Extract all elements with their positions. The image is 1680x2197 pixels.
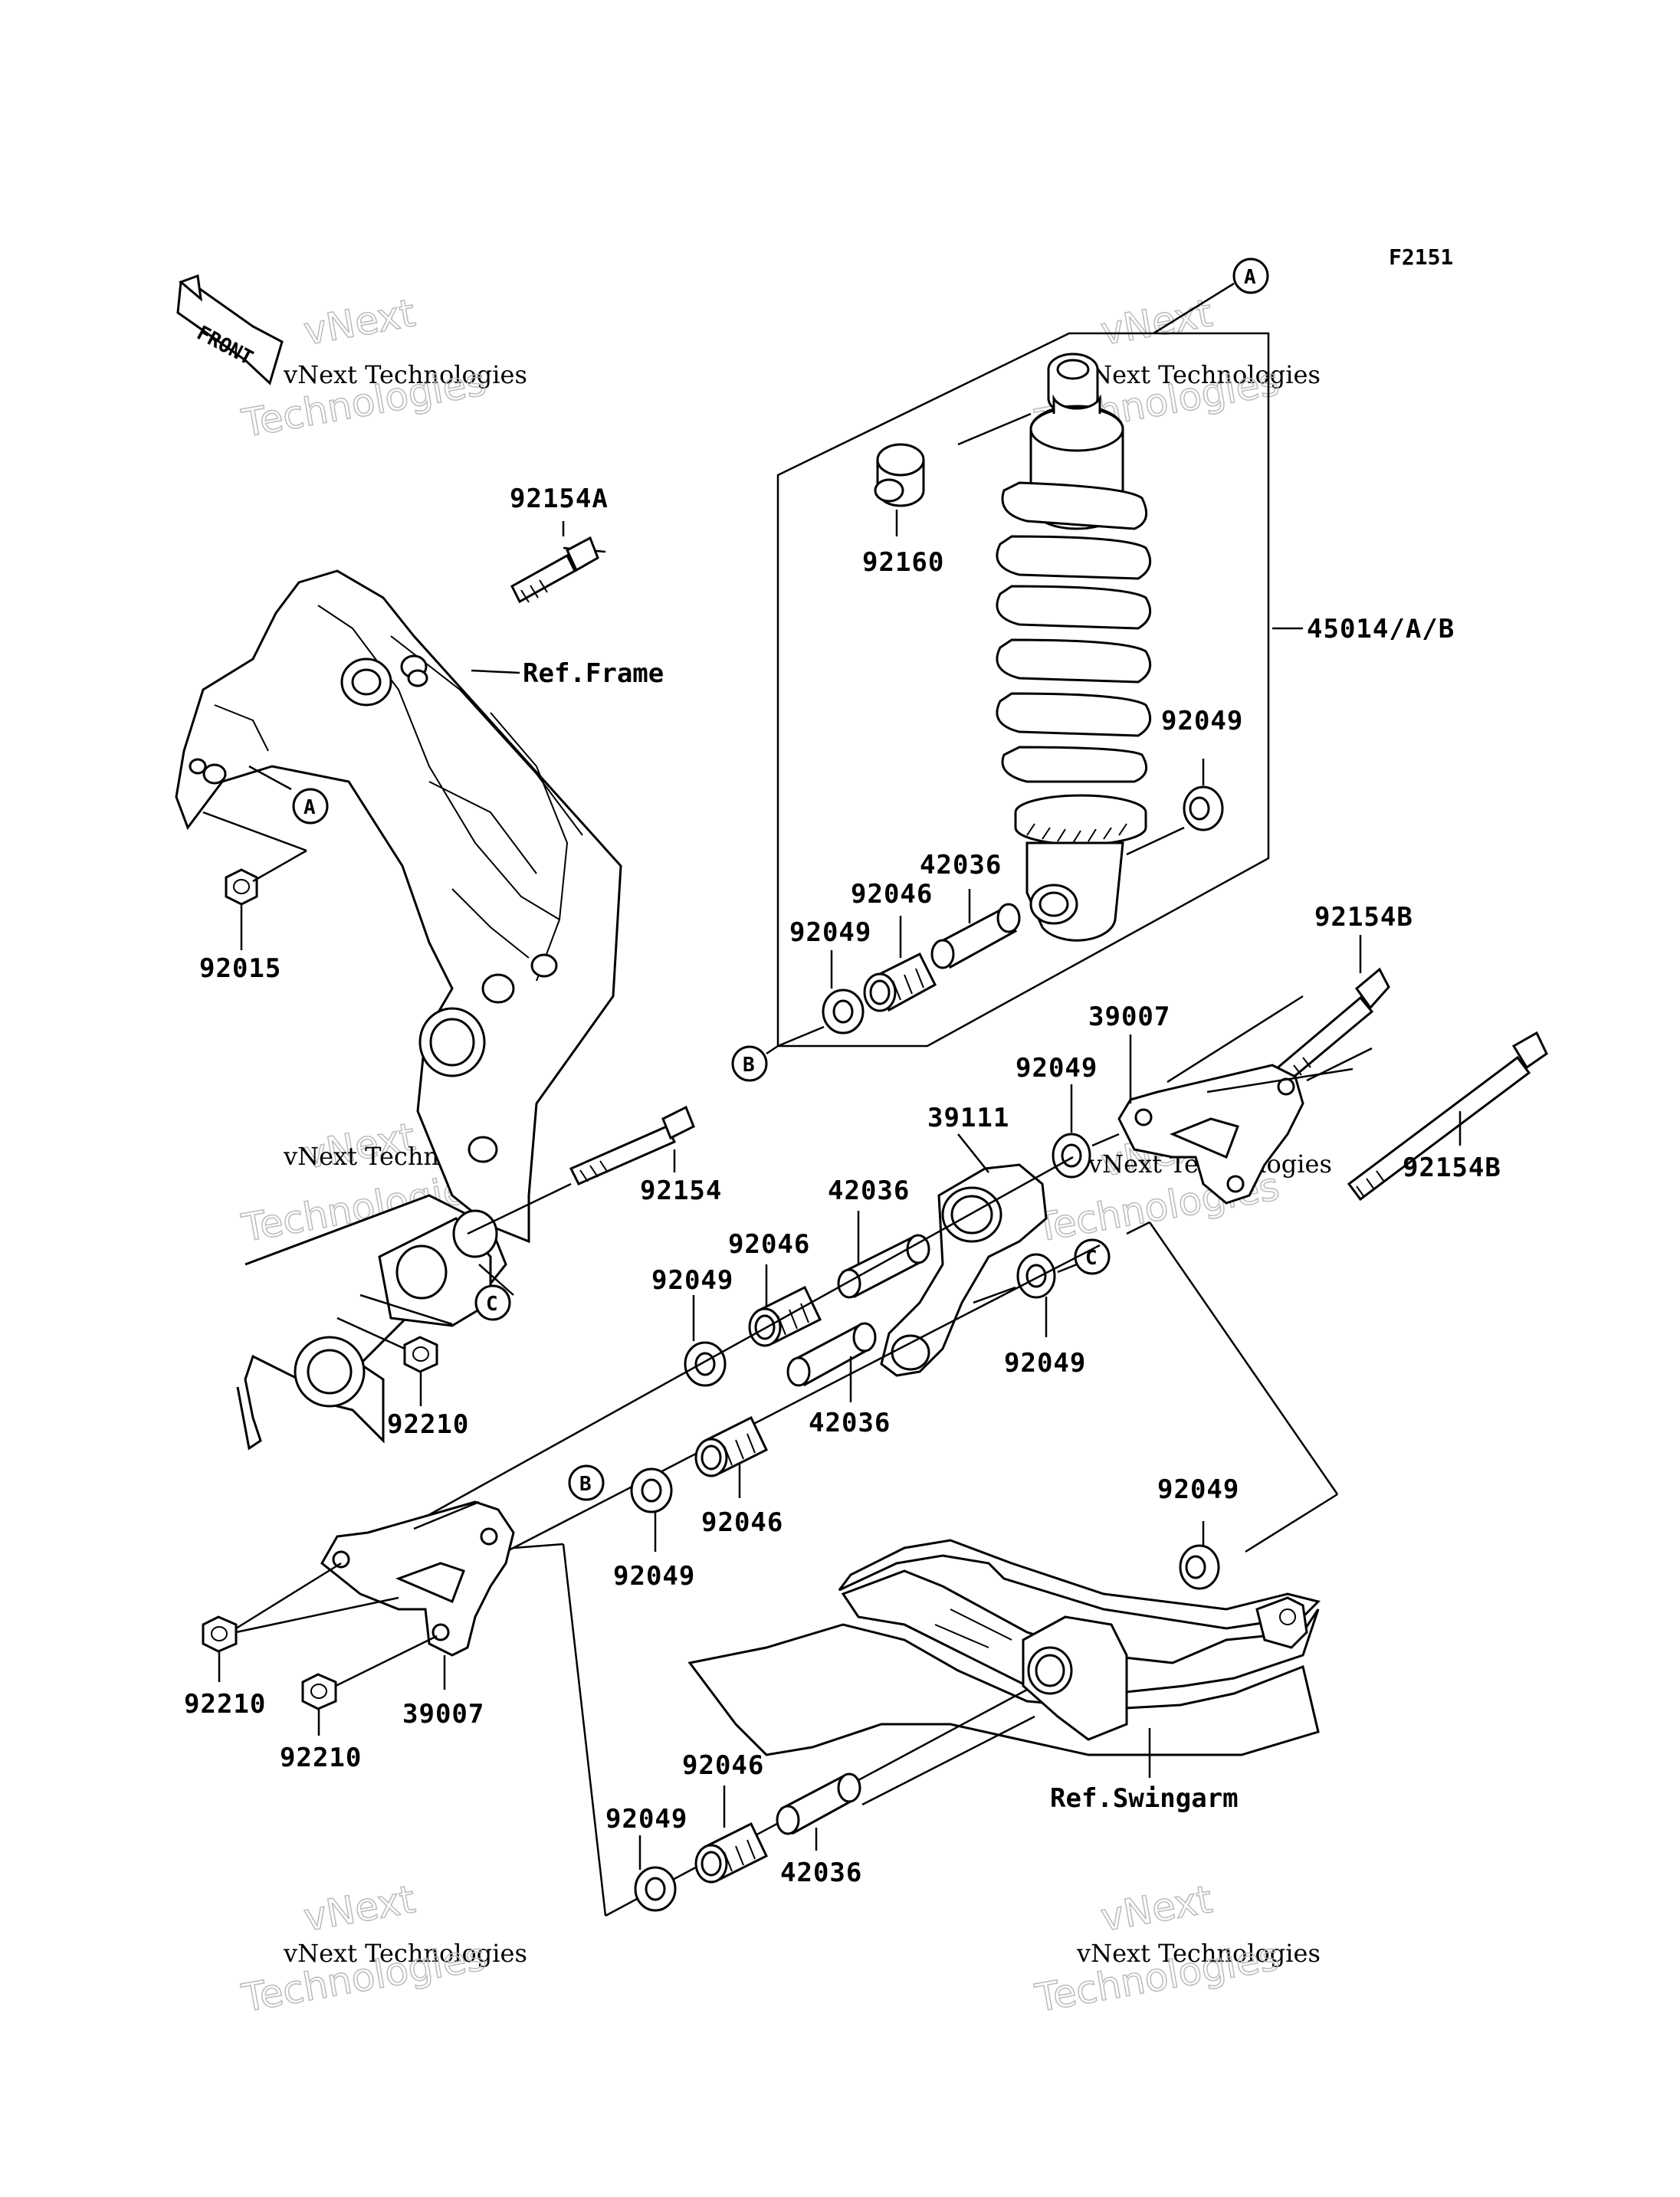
label-39007-top: 39007 — [1088, 1002, 1170, 1032]
label-92049-shock-b: 92049 — [789, 917, 871, 948]
callout-b-shock-label: B — [743, 1054, 755, 1077]
front-arrow-icon: FRONT — [176, 274, 284, 385]
label-92160: 92160 — [862, 547, 944, 578]
label-92210-bottom: 92210 — [280, 1743, 362, 1773]
washer-92049-shock-b — [777, 950, 865, 1048]
callout-a-top — [1232, 257, 1269, 294]
label-92049-bottom: 92049 — [605, 1804, 687, 1835]
sleeve-42036-upper — [837, 1211, 930, 1299]
bearing-92046-upper — [748, 1264, 822, 1347]
relay-arm-39111 — [880, 1133, 1048, 1377]
callout-a-frame — [292, 788, 329, 825]
swingarm-drawing — [687, 1539, 1321, 1778]
washer-92049-shock-lower — [1126, 759, 1224, 856]
label-42036-upper: 42036 — [828, 1176, 910, 1206]
bolt-92154b-right — [1306, 1031, 1548, 1202]
callout-c-right-label: C — [1085, 1247, 1098, 1270]
sleeve-42036-bottom — [776, 1772, 861, 1851]
callout-b-mid — [568, 1464, 605, 1501]
label-92049-plate: 92049 — [1016, 1053, 1098, 1084]
plate-39007-top — [1117, 995, 1354, 1205]
nut-92015 — [225, 868, 258, 950]
label-92049-lower-right: 92049 — [1004, 1348, 1086, 1379]
svg-text:vNext Technologies: vNext Technologies — [1076, 1939, 1321, 1968]
watermark-bottom-right: vNext vNext Technologies Technologies — [1031, 1877, 1321, 2022]
label-39007-bottom: 39007 — [402, 1699, 484, 1730]
label-42036-bottom: 42036 — [780, 1858, 862, 1888]
watermark-bottom-left: vNext vNext Technologies Technologies — [238, 1877, 527, 2022]
washer-92049-swingarm — [1179, 1521, 1220, 1590]
svg-text:vNext: vNext — [1098, 290, 1216, 353]
label-92046-mid: 92046 — [701, 1507, 783, 1538]
bolt-92154a — [510, 521, 606, 604]
bearing-92046-shock — [863, 916, 937, 1012]
label-92049-mid: 92049 — [613, 1561, 695, 1592]
watermark-top-left: vNext vNext Technologies Technologies — [238, 290, 527, 447]
shock-absorber-drawing — [776, 332, 1270, 1048]
label-92046-shock: 92046 — [851, 879, 933, 910]
label-92210-left: 92210 — [184, 1689, 266, 1720]
label-92154b-right: 92154B — [1403, 1153, 1501, 1183]
label-42036-shock: 42036 — [920, 850, 1002, 880]
ref-frame-label: Ref.Frame — [523, 658, 664, 689]
label-92015: 92015 — [199, 953, 281, 984]
plate-39007-bottom — [320, 1500, 564, 1690]
frame-drawing — [175, 569, 622, 1451]
callout-a-frame-label: A — [304, 796, 316, 819]
bolt-92154 — [467, 1105, 695, 1235]
label-92046-bottom: 92046 — [682, 1750, 764, 1781]
bushing-92160 — [874, 412, 1032, 536]
svg-text:vNext Technologies: vNext Technologies — [1076, 360, 1321, 389]
nut-92210-bottom — [301, 1635, 438, 1736]
washer-92049-mid — [630, 1467, 673, 1552]
svg-text:vNext Technologies: vNext Technologies — [283, 360, 527, 389]
figure-code: F2151 — [1389, 244, 1453, 270]
label-92154a: 92154A — [510, 484, 609, 514]
bearing-92046-bottom — [694, 1785, 768, 1884]
label-92049-shock-lower: 92049 — [1161, 706, 1243, 736]
bearing-92046-mid — [694, 1415, 768, 1498]
label-92154b-top: 92154B — [1314, 902, 1413, 933]
ref-swingarm-label: Ref.Swingarm — [1050, 1783, 1239, 1814]
label-92049-upper: 92049 — [651, 1265, 733, 1296]
callout-c-frame — [474, 1284, 511, 1321]
label-92046-upper: 92046 — [728, 1229, 810, 1260]
svg-text:vNext: vNext — [300, 1877, 418, 1940]
label-39111: 39111 — [927, 1103, 1009, 1133]
svg-text:vNext Technologies: vNext Technologies — [283, 1939, 527, 1968]
callout-b-shock — [731, 1045, 768, 1082]
washer-92049-bottom — [634, 1835, 677, 1912]
label-92154: 92154 — [640, 1176, 722, 1206]
label-45014: 45014/A/B — [1307, 614, 1455, 644]
bolt-92154b-top — [1274, 935, 1390, 1084]
label-92210-frame: 92210 — [387, 1409, 469, 1440]
callout-a-top-label: A — [1244, 266, 1256, 289]
washer-92049-upper — [684, 1295, 727, 1387]
nut-92210-frame — [336, 1294, 453, 1406]
svg-text:vNext: vNext — [1098, 1877, 1216, 1940]
sleeve-42036-mid — [786, 1322, 877, 1402]
washer-92049-lower-right — [973, 1253, 1078, 1337]
nut-92210-left — [202, 1562, 399, 1682]
label-42036-mid: 42036 — [809, 1408, 891, 1438]
callout-b-mid-label: B — [579, 1473, 592, 1496]
callout-c-frame-label: C — [486, 1293, 498, 1316]
sleeve-42036-shock — [930, 889, 1021, 969]
label-92049-swingarm: 92049 — [1157, 1474, 1239, 1505]
svg-text:vNext: vNext — [300, 290, 418, 353]
callout-c-right — [1074, 1238, 1111, 1275]
